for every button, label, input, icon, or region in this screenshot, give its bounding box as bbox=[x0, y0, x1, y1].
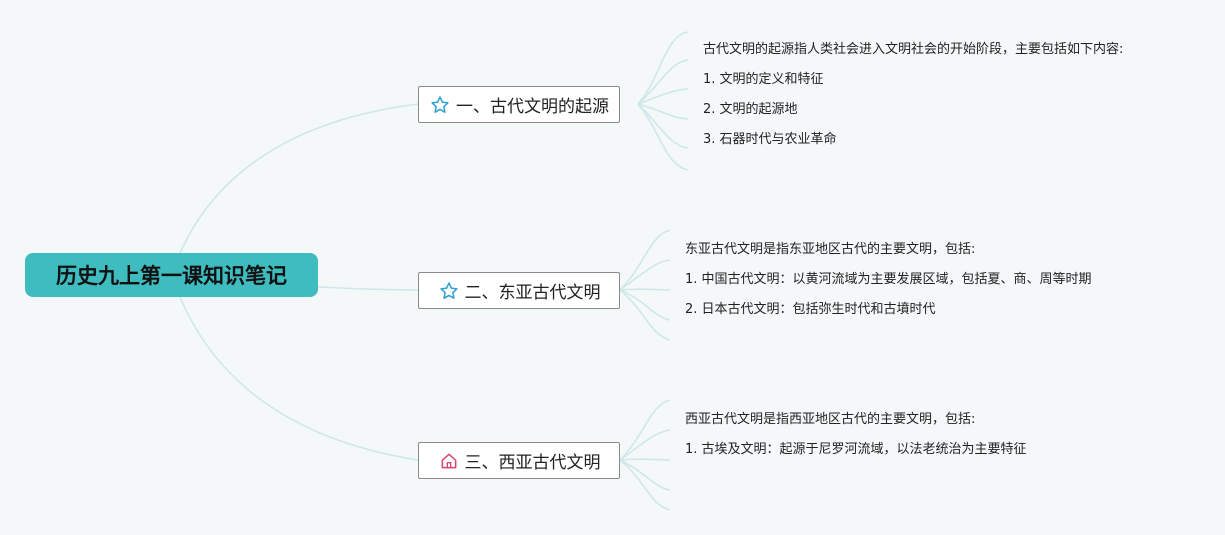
note-text: 1. 古埃及文明：起源于尼罗河流域，以法老统治为主要特征 bbox=[685, 442, 1027, 457]
star-icon bbox=[429, 94, 451, 116]
topic-label: 一、古代文明的起源 bbox=[456, 97, 609, 117]
note-text: 2. 日本古代文明：包括弥生时代和古墳时代 bbox=[685, 302, 936, 317]
link-root-topic-3 bbox=[179, 296, 419, 461]
note-text: 2. 文明的起源地 bbox=[703, 102, 798, 117]
home-icon bbox=[438, 450, 460, 472]
topic-ancient-civilization-origin[interactable]: 一、古代文明的起源 bbox=[418, 86, 620, 123]
note-text: 古代文明的起源指人类社会进入文明社会的开始阶段，主要包括如下内容: bbox=[703, 42, 1124, 57]
note-text: 3. 石器时代与农业革命 bbox=[703, 132, 837, 147]
topic-west-asia-civilization[interactable]: 三、西亚古代文明 bbox=[418, 442, 620, 479]
link-root-topic-2 bbox=[317, 286, 419, 291]
topic-label: 三、西亚古代文明 bbox=[464, 453, 601, 473]
root-topic-label: 历史九上第一课知识笔记 bbox=[56, 264, 287, 288]
root-topic[interactable]: 历史九上第一课知识笔记 bbox=[25, 253, 318, 297]
note-text: 1. 文明的定义和特征 bbox=[703, 72, 824, 87]
note-text: 东亚古代文明是指东亚地区古代的主要文明，包括: bbox=[685, 242, 976, 257]
topic-label: 二、东亚古代文明 bbox=[464, 283, 601, 303]
note-text: 西亚古代文明是指西亚地区古代的主要文明，包括: bbox=[685, 412, 976, 427]
star-icon bbox=[438, 280, 460, 302]
link-root-topic-1 bbox=[179, 103, 419, 254]
note-text: 1. 中国古代文明：以黄河流域为主要发展区域，包括夏、商、周等时期 bbox=[685, 272, 1092, 287]
topic-east-asia-civilization[interactable]: 二、东亚古代文明 bbox=[418, 272, 620, 309]
